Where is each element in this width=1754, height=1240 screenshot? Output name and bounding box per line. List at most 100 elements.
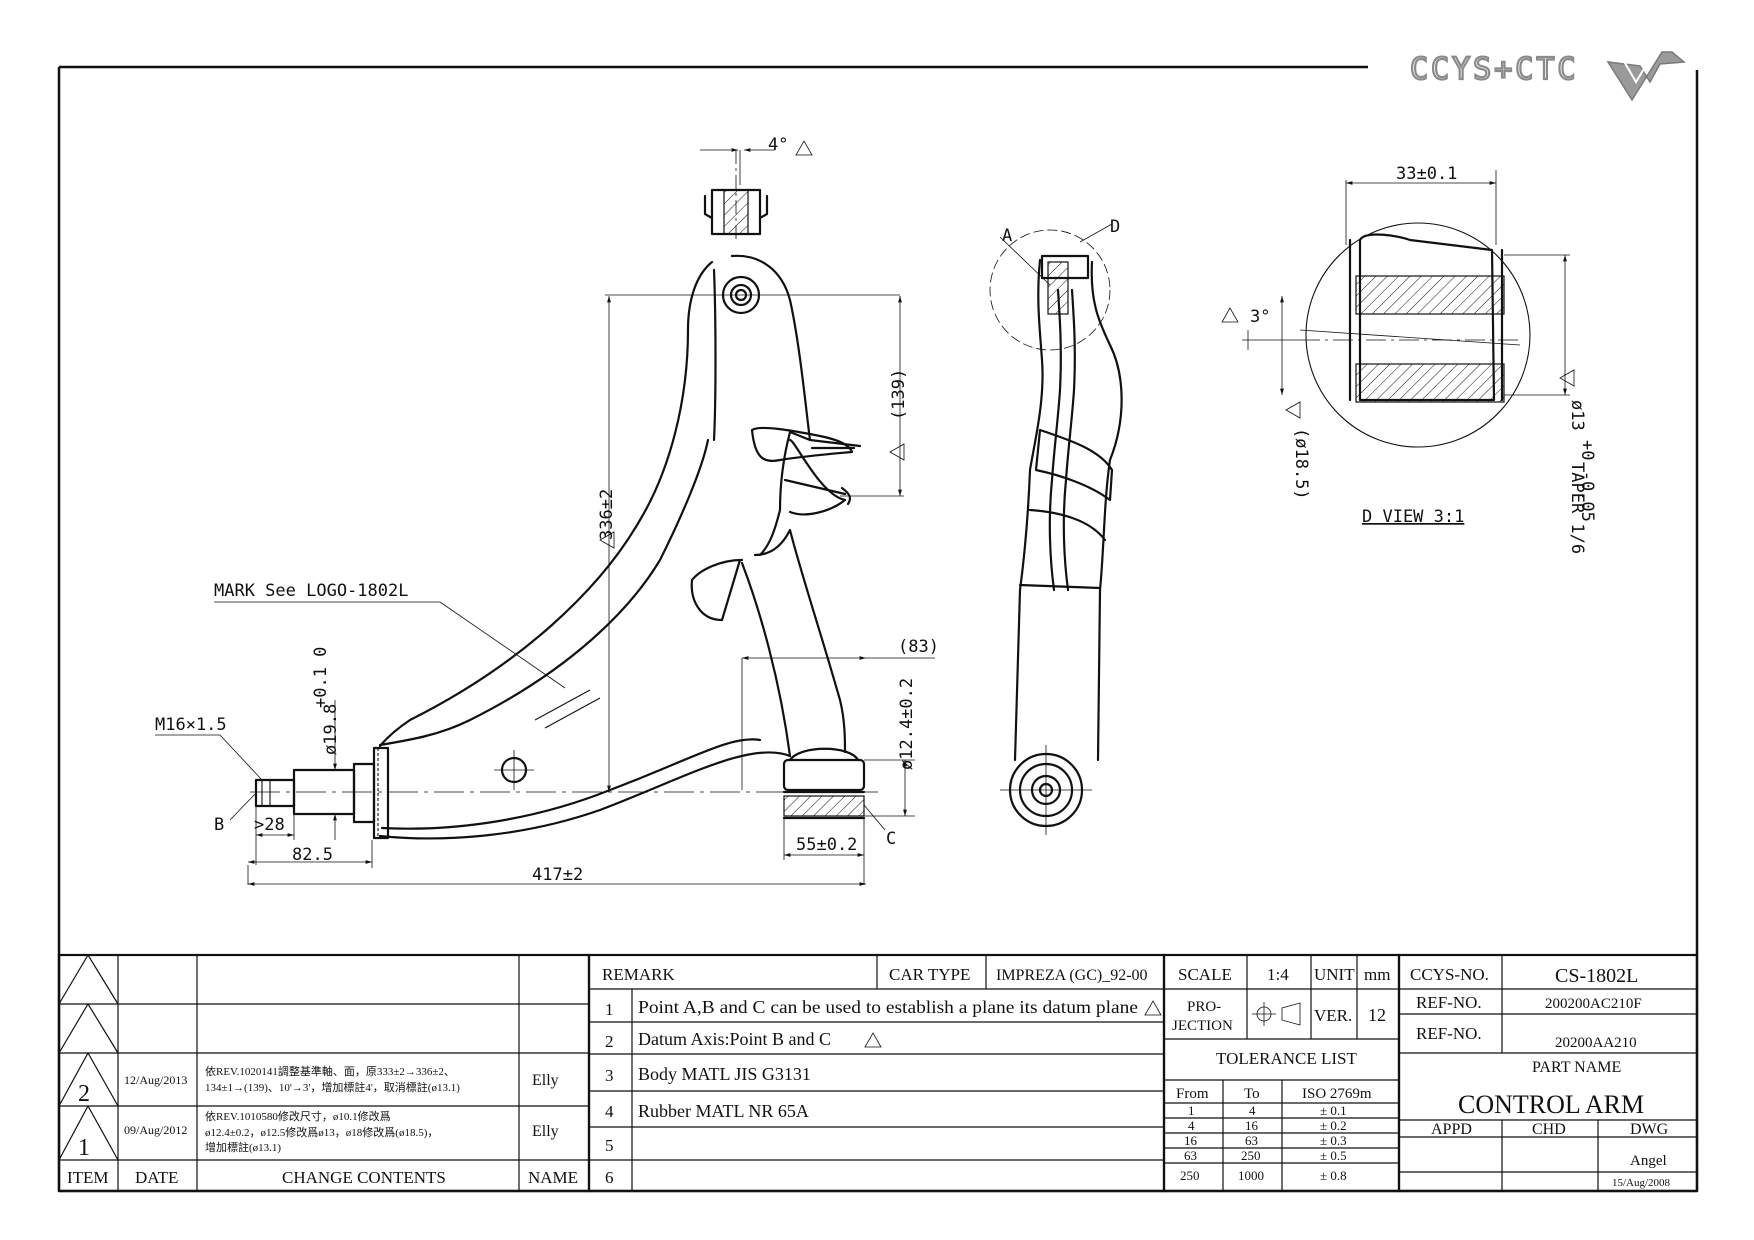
svg-text:± 0.3: ± 0.3 <box>1320 1133 1347 1148</box>
scale-tolerance-block: SCALE 1:4 UNIT mm PRO- JECTION VER. 12 T… <box>1162 953 1401 1193</box>
car-type-value: IMPREZA (GC)_92-00 <box>996 967 1148 984</box>
control-arm-front-view <box>250 150 880 840</box>
dim-angle-top: 4° <box>768 135 788 155</box>
dim-height-139: (139) <box>889 369 909 420</box>
remark-no-1: 1 <box>605 1000 614 1019</box>
dwg-label: DWG <box>1630 1121 1669 1138</box>
svg-text:250: 250 <box>1241 1148 1261 1163</box>
dim-dia-198: ø19.8 <box>321 704 341 755</box>
rev-contents-2-l2: 134±1→(139)、10'→3'，增加標註4'，取消標註(ø13.1) <box>205 1080 460 1094</box>
drawn-date: 15/Aug/2008 <box>1612 1177 1671 1189</box>
revision-table: 2 1 12/Aug/2013 09/Aug/2012 依REV.1020141… <box>57 953 591 1193</box>
ref-no-value-2: 20200AA210 <box>1555 1035 1637 1051</box>
ver-value: 12 <box>1368 1005 1386 1025</box>
detail-taper: TAPER 1/6 <box>1567 462 1587 554</box>
car-type-label: CAR TYPE <box>889 965 970 984</box>
svg-text:± 0.2: ± 0.2 <box>1320 1118 1347 1133</box>
point-b-label: B <box>214 815 224 835</box>
projection-label-2: JECTION <box>1172 1018 1233 1034</box>
remark-header: REMARK <box>602 965 675 984</box>
remark-text-4: Rubber MATL NR 65A <box>638 1101 809 1121</box>
tol-header-to: To <box>1244 1086 1260 1102</box>
ver-label: VER. <box>1314 1006 1352 1025</box>
remark-table: REMARK CAR TYPE IMPREZA (GC)_92-00 1 2 3… <box>587 953 1166 1193</box>
svg-text:± 0.8: ± 0.8 <box>1320 1168 1347 1183</box>
rev-date-1: 09/Aug/2012 <box>124 1123 187 1137</box>
detail-angle-3: 3° <box>1250 307 1270 327</box>
tolerance-title: TOLERANCE LIST <box>1216 1049 1357 1068</box>
svg-text:4: 4 <box>1249 1103 1256 1118</box>
remark-text-1: Point A,B and C can be used to establish… <box>638 997 1138 1017</box>
chd-label: CHD <box>1532 1121 1566 1138</box>
rev-header-name: NAME <box>528 1168 578 1187</box>
control-arm-side-view: A D <box>989 217 1123 835</box>
dim-len-417: 417±2 <box>532 865 583 885</box>
unit-value: mm <box>1364 965 1390 984</box>
rev-contents-2-l1: 依REV.1020141調整基準軸、面，原333±2→336±2、 <box>205 1064 455 1078</box>
rev-name-2: Elly <box>532 1072 559 1089</box>
appd-label: APPD <box>1431 1121 1472 1138</box>
tol-header-iso: ISO 2769m <box>1302 1086 1372 1102</box>
part-name-value: CONTROL ARM <box>1458 1090 1644 1119</box>
ref-no-value-1: 200200AC210F <box>1545 996 1642 1012</box>
projection-symbol-icon <box>1252 1002 1301 1026</box>
mark-note: MARK See LOGO-1802L <box>214 581 408 601</box>
rev-date-2: 12/Aug/2013 <box>124 1073 187 1087</box>
remark-no-5: 5 <box>605 1136 614 1155</box>
detail-dia-13-tol: +0 -0.05 <box>1577 440 1597 522</box>
remark-no-6: 6 <box>605 1168 614 1187</box>
dim-len-825: 82.5 <box>292 845 333 865</box>
unit-label: UNIT <box>1314 965 1355 984</box>
detail-dim-33: 33±0.1 <box>1396 164 1457 184</box>
company-logo: CCYS+CTC <box>1409 51 1686 102</box>
ref-no-label-2: REF-NO. <box>1416 1024 1482 1043</box>
remark-text-3: Body MATL JIS G3131 <box>638 1064 811 1084</box>
ccys-no-value: CS-1802L <box>1555 965 1638 987</box>
rev-contents-1-l3: 增加標註(ø13.1) <box>205 1140 281 1154</box>
part-info-block: CCYS-NO. CS-1802L REF-NO. 200200AC210F R… <box>1397 953 1699 1193</box>
remark-text-2: Datum Axis:Point B and C <box>638 1029 831 1049</box>
projection-label-1: PRO- <box>1187 999 1221 1015</box>
drawn-by: Angel <box>1630 1153 1667 1169</box>
remark-no-2: 2 <box>605 1032 614 1051</box>
svg-text:250: 250 <box>1180 1168 1200 1183</box>
detail-dia-185: (ø18.5) <box>1291 428 1311 500</box>
tol-header-from: From <box>1176 1086 1209 1102</box>
scale-value: 1:4 <box>1267 965 1289 984</box>
svg-text:63: 63 <box>1184 1148 1197 1163</box>
front-view-dimensions: 4° 336±2 (139) (83) ø12.4±0.2 55±0.2 C B <box>155 135 939 886</box>
detail-d-view: 33±0.1 3° (ø18.5) ø13 +0 -0.05 TAPER 1/6… <box>1221 164 1597 554</box>
svg-text:16: 16 <box>1184 1133 1198 1148</box>
rev-item-1: 1 <box>78 1135 90 1161</box>
svg-text:1: 1 <box>1188 1103 1195 1118</box>
detail-title: D VIEW 3:1 <box>1362 507 1464 527</box>
svg-text:CCYS+CTC: CCYS+CTC <box>1410 52 1579 87</box>
dim-dia-198-tol: +0.1 0 <box>311 647 331 708</box>
svg-text:16: 16 <box>1245 1118 1259 1133</box>
rev-name-1: Elly <box>532 1123 559 1140</box>
svg-text:± 0.5: ± 0.5 <box>1320 1148 1347 1163</box>
part-name-label: PART NAME <box>1532 1059 1621 1076</box>
dim-len-83: (83) <box>898 637 939 657</box>
thread-label: M16×1.5 <box>155 715 227 735</box>
rev-contents-1-l2: ø12.4±0.2，ø12.5修改爲ø13，ø18修改爲(ø18.5)， <box>205 1125 438 1139</box>
ref-no-label-1: REF-NO. <box>1416 993 1482 1012</box>
svg-text:1000: 1000 <box>1238 1168 1264 1183</box>
scale-label: SCALE <box>1178 965 1232 984</box>
rev-header-contents: CHANGE CONTENTS <box>282 1168 446 1187</box>
detail-dia-13: ø13 <box>1567 400 1587 431</box>
rev-header-item: ITEM <box>67 1168 109 1187</box>
point-c-label: C <box>886 829 896 849</box>
svg-text:± 0.1: ± 0.1 <box>1320 1103 1347 1118</box>
dim-len-28: >28 <box>254 815 285 835</box>
remark-no-3: 3 <box>605 1066 614 1085</box>
dim-dia-124: ø12.4±0.2 <box>897 678 917 770</box>
ccys-no-label: CCYS-NO. <box>1410 965 1489 984</box>
rev-item-2: 2 <box>78 1081 90 1107</box>
point-d-label: D <box>1110 217 1120 237</box>
svg-text:4: 4 <box>1188 1118 1195 1133</box>
top-bushing <box>703 150 769 242</box>
remark-no-4: 4 <box>605 1102 614 1121</box>
rev-contents-1-l1: 依REV.1010580修改尺寸，ø10.1修改爲 <box>205 1109 391 1123</box>
